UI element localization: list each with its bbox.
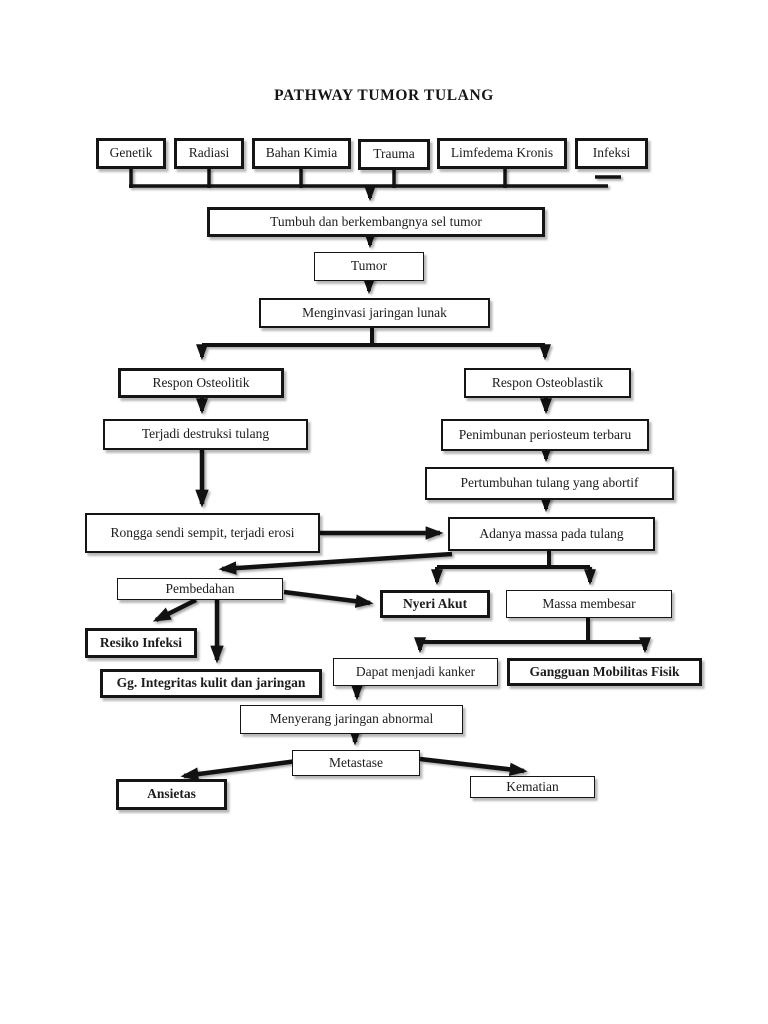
- diagram-title: PATHWAY TUMOR TULANG: [274, 87, 494, 104]
- arrow-pembedahan-to-resiko: [152, 597, 198, 623]
- arrow-metastase-to-kematian: [419, 756, 528, 777]
- node-massa-membesar: Massa membesar: [506, 590, 672, 618]
- arrow-adanya-to-pembedahan: [218, 551, 453, 575]
- node-respon-osteoblastik: Respon Osteoblastik: [464, 368, 631, 398]
- node-resiko-infeksi: Resiko Infeksi: [85, 628, 197, 658]
- node-respon-osteolitik: Respon Osteolitik: [118, 368, 284, 398]
- arrow-pembedahan-to-nyeri: [283, 589, 374, 608]
- node-trauma: Trauma: [358, 139, 430, 170]
- node-infeksi: Infeksi: [575, 138, 648, 169]
- node-menginvasi-jaringan: Menginvasi jaringan lunak: [259, 298, 490, 328]
- node-pembedahan: Pembedahan: [117, 578, 283, 600]
- node-penimbunan-periosteum: Penimbunan periosteum terbaru: [441, 419, 649, 451]
- node-dapat-menjadi-kanker: Dapat menjadi kanker: [333, 658, 498, 686]
- node-radiasi: Radiasi: [174, 138, 244, 169]
- node-rongga-sendi: Rongga sendi sempit, terjadi erosi: [85, 513, 320, 553]
- node-pertumbuhan-abortif: Pertumbuhan tulang yang abortif: [425, 467, 674, 500]
- node-genetik: Genetik: [96, 138, 166, 169]
- node-bahan-kimia: Bahan Kimia: [252, 138, 351, 169]
- node-adanya-massa: Adanya massa pada tulang: [448, 517, 655, 551]
- node-nyeri-akut: Nyeri Akut: [380, 590, 490, 618]
- node-ansietas: Ansietas: [116, 779, 227, 810]
- arrow-metastase-to-ansietas: [180, 758, 298, 781]
- node-kematian: Kematian: [470, 776, 595, 798]
- node-gangguan-mobilitas: Gangguan Mobilitas Fisik: [507, 658, 702, 686]
- node-gg-integritas: Gg. Integritas kulit dan jaringan: [100, 669, 322, 698]
- node-tumbuh-sel-tumor: Tumbuh dan berkembangnya sel tumor: [207, 207, 545, 237]
- node-metastase: Metastase: [292, 750, 420, 776]
- node-limfedema-kronis: Limfedema Kronis: [437, 138, 567, 169]
- node-terjadi-destruksi: Terjadi destruksi tulang: [103, 419, 308, 450]
- node-tumor: Tumor: [314, 252, 424, 281]
- node-menyerang-jaringan: Menyerang jaringan abnormal: [240, 705, 463, 734]
